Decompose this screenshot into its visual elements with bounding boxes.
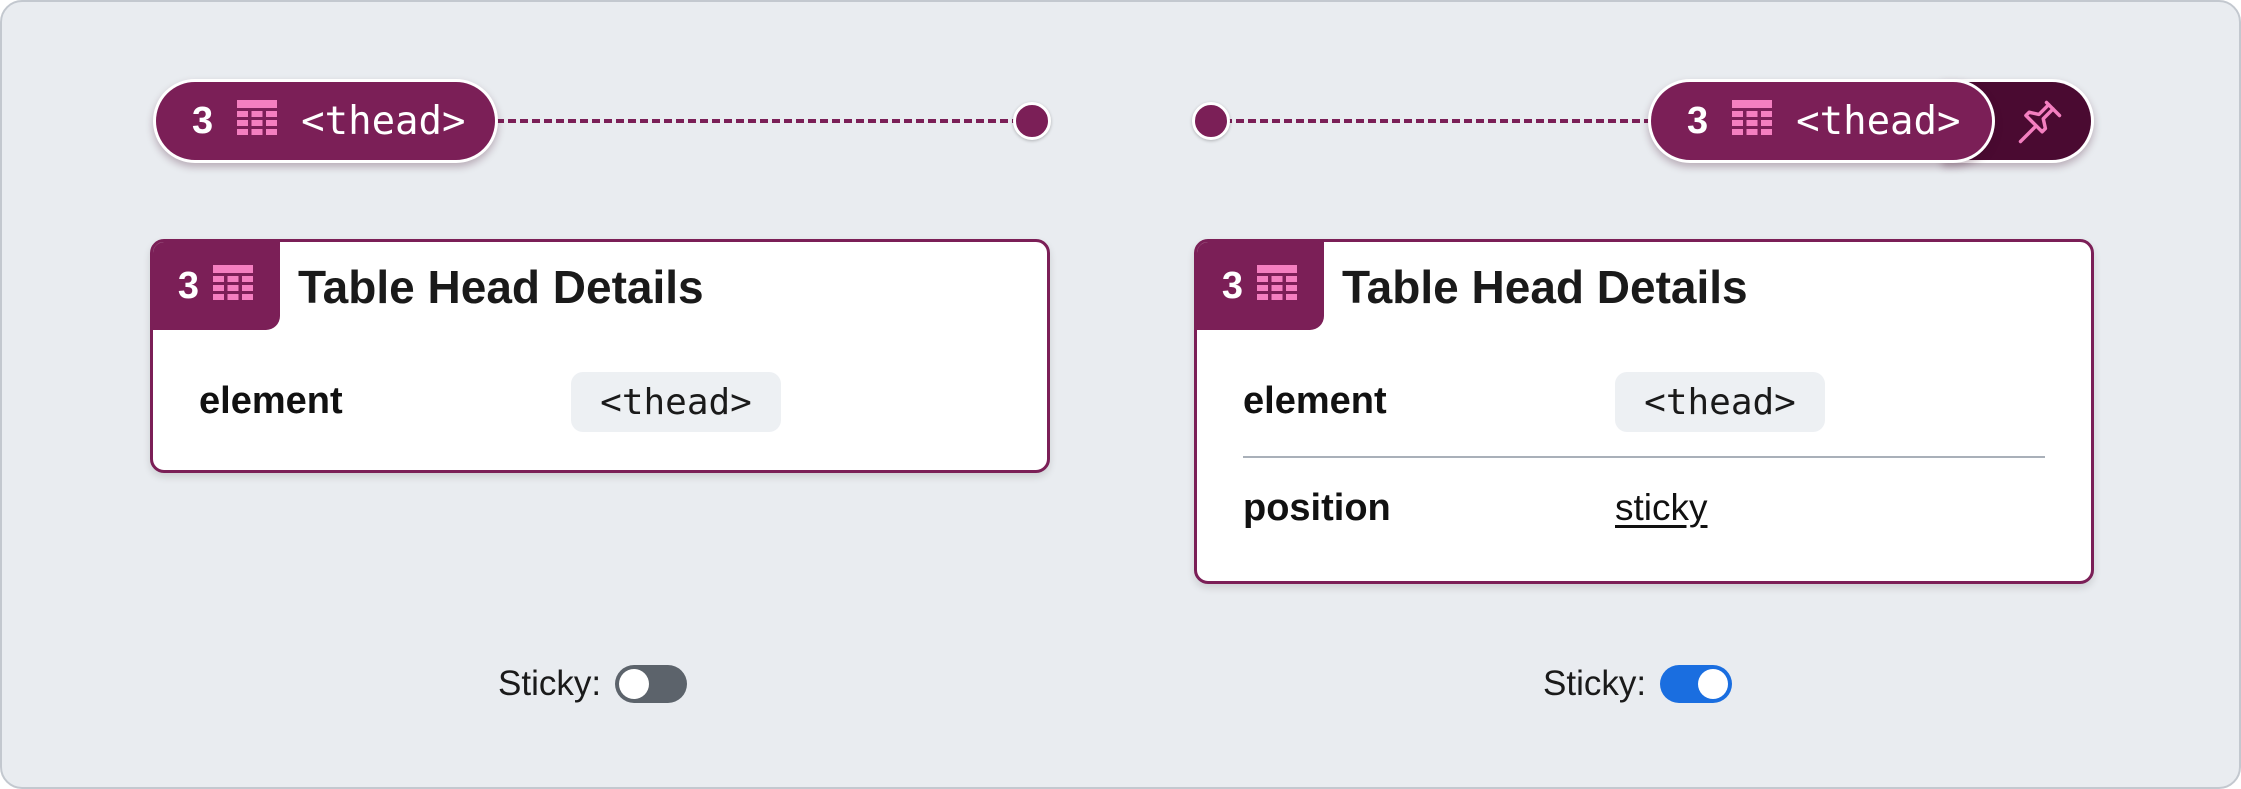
badge-count: 3 bbox=[1687, 99, 1709, 142]
sticky-label: Sticky: bbox=[498, 664, 602, 703]
element-value-chip: <thead> bbox=[1615, 372, 1825, 432]
card-tab-count: 3 bbox=[177, 264, 200, 307]
sticky-label: Sticky: bbox=[1543, 664, 1647, 703]
connector-endpoint bbox=[1192, 102, 1230, 140]
row-divider bbox=[1243, 456, 2045, 458]
table-grid-icon bbox=[1255, 262, 1299, 311]
connector-endpoint bbox=[1013, 102, 1051, 140]
table-grid-icon bbox=[1730, 97, 1774, 146]
table-grid-icon bbox=[235, 97, 279, 146]
element-value-chip: <thead> bbox=[571, 372, 781, 432]
badge-tag: <thead> bbox=[1796, 98, 1961, 144]
row-label-element: element bbox=[199, 380, 343, 422]
toggle-knob bbox=[619, 669, 650, 699]
row-label-element: element bbox=[1243, 380, 1387, 422]
connector-line bbox=[1224, 119, 1664, 123]
pin-icon bbox=[2014, 96, 2066, 153]
thead-badge-right[interactable]: 3 <thead> bbox=[1648, 79, 1995, 163]
card-tab: 3 bbox=[1197, 242, 1324, 330]
position-value-link[interactable]: sticky bbox=[1615, 487, 1708, 528]
details-card-right: 3 Table Head Details element <thead> bbox=[1194, 239, 2094, 584]
sticky-toggle-switch[interactable] bbox=[1660, 665, 1733, 703]
row-label-position: position bbox=[1243, 487, 1391, 529]
badge-count: 3 bbox=[192, 99, 214, 142]
toggle-knob bbox=[1698, 669, 1729, 699]
table-grid-icon bbox=[211, 262, 255, 311]
card-tab: 3 bbox=[153, 242, 280, 330]
card-title: Table Head Details bbox=[1342, 261, 1748, 313]
sticky-toggle-row-right: Sticky: bbox=[1543, 662, 1733, 706]
connector-line bbox=[496, 119, 1032, 123]
sticky-toggle-row-left: Sticky: bbox=[498, 662, 688, 706]
card-title: Table Head Details bbox=[298, 261, 704, 313]
thead-badge-left[interactable]: 3 <thead> bbox=[153, 79, 498, 163]
sticky-toggle-switch[interactable] bbox=[615, 665, 688, 703]
card-tab-count: 3 bbox=[1221, 264, 1244, 307]
badge-tag: <thead> bbox=[301, 98, 466, 144]
details-card-left: 3 Table Head Details element <thead> bbox=[150, 239, 1050, 473]
